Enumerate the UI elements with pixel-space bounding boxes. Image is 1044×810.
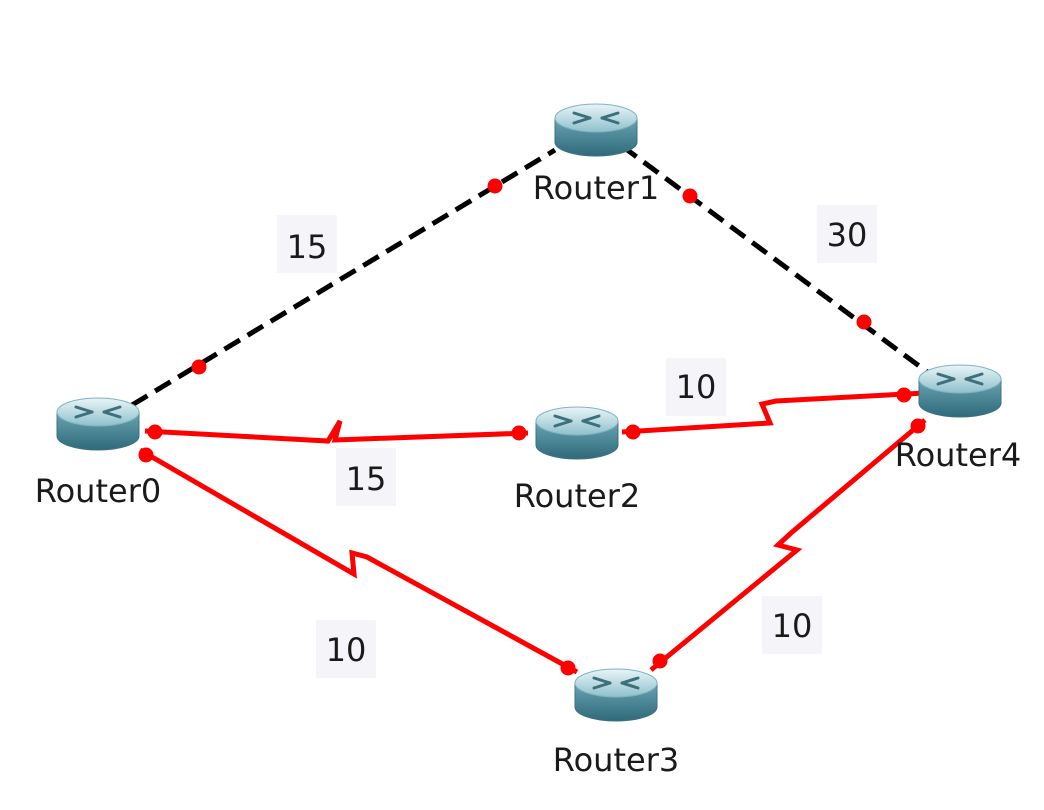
cost-label-router0-router1: 15 [277, 215, 337, 273]
cost-label-router0-router3: 10 [316, 620, 376, 678]
cost-labels: 15 30 15 10 10 10 [277, 205, 877, 678]
link-endpoint [856, 314, 872, 330]
router-label: Router3 [553, 741, 679, 779]
link-router2-router4[interactable] [621, 387, 926, 440]
link-router3-router4[interactable] [649, 418, 927, 672]
router2[interactable]: Router2 [514, 405, 640, 515]
router3[interactable]: Router3 [553, 667, 679, 779]
link-router1-router4[interactable] [620, 143, 932, 377]
cost-label-router3-router4: 10 [762, 596, 822, 654]
router-icon [553, 102, 639, 158]
link-endpoint [625, 424, 641, 440]
svg-text:10: 10 [676, 368, 717, 406]
links [130, 143, 932, 676]
svg-text:15: 15 [346, 460, 387, 498]
cost-label-router2-router4: 10 [666, 358, 726, 416]
link-endpoint [147, 424, 163, 440]
svg-text:30: 30 [827, 216, 868, 254]
svg-text:10: 10 [772, 607, 813, 645]
router-icon [534, 405, 620, 461]
router-label: Router0 [35, 472, 161, 510]
link-router0-router1[interactable] [130, 147, 557, 408]
router4[interactable]: Router4 [895, 363, 1021, 474]
link-endpoint [511, 425, 527, 441]
svg-text:15: 15 [287, 228, 328, 266]
link-endpoint [560, 660, 576, 676]
link-router0-router3[interactable] [138, 447, 579, 676]
link-endpoint [138, 447, 154, 463]
router-label: Router1 [533, 169, 659, 207]
cost-label-router0-router2: 15 [336, 448, 396, 506]
router1[interactable]: Router1 [533, 102, 659, 207]
link-endpoint [682, 188, 698, 204]
router-label: Router2 [514, 477, 640, 515]
router-label: Router4 [895, 436, 1021, 474]
link-endpoint [652, 653, 668, 669]
routers: Router0 Router1 Router2 Router3 Router4 [35, 102, 1021, 779]
svg-text:10: 10 [326, 631, 367, 669]
link-router0-router2[interactable] [144, 419, 529, 444]
link-endpoint [910, 418, 926, 434]
router-icon [917, 363, 1003, 419]
router-icon [55, 396, 141, 452]
link-endpoint [191, 359, 207, 375]
router0[interactable]: Router0 [35, 396, 161, 510]
link-endpoint [896, 387, 912, 403]
router-icon [573, 667, 659, 723]
link-endpoint [487, 178, 503, 194]
cost-label-router1-router4: 30 [817, 205, 877, 263]
